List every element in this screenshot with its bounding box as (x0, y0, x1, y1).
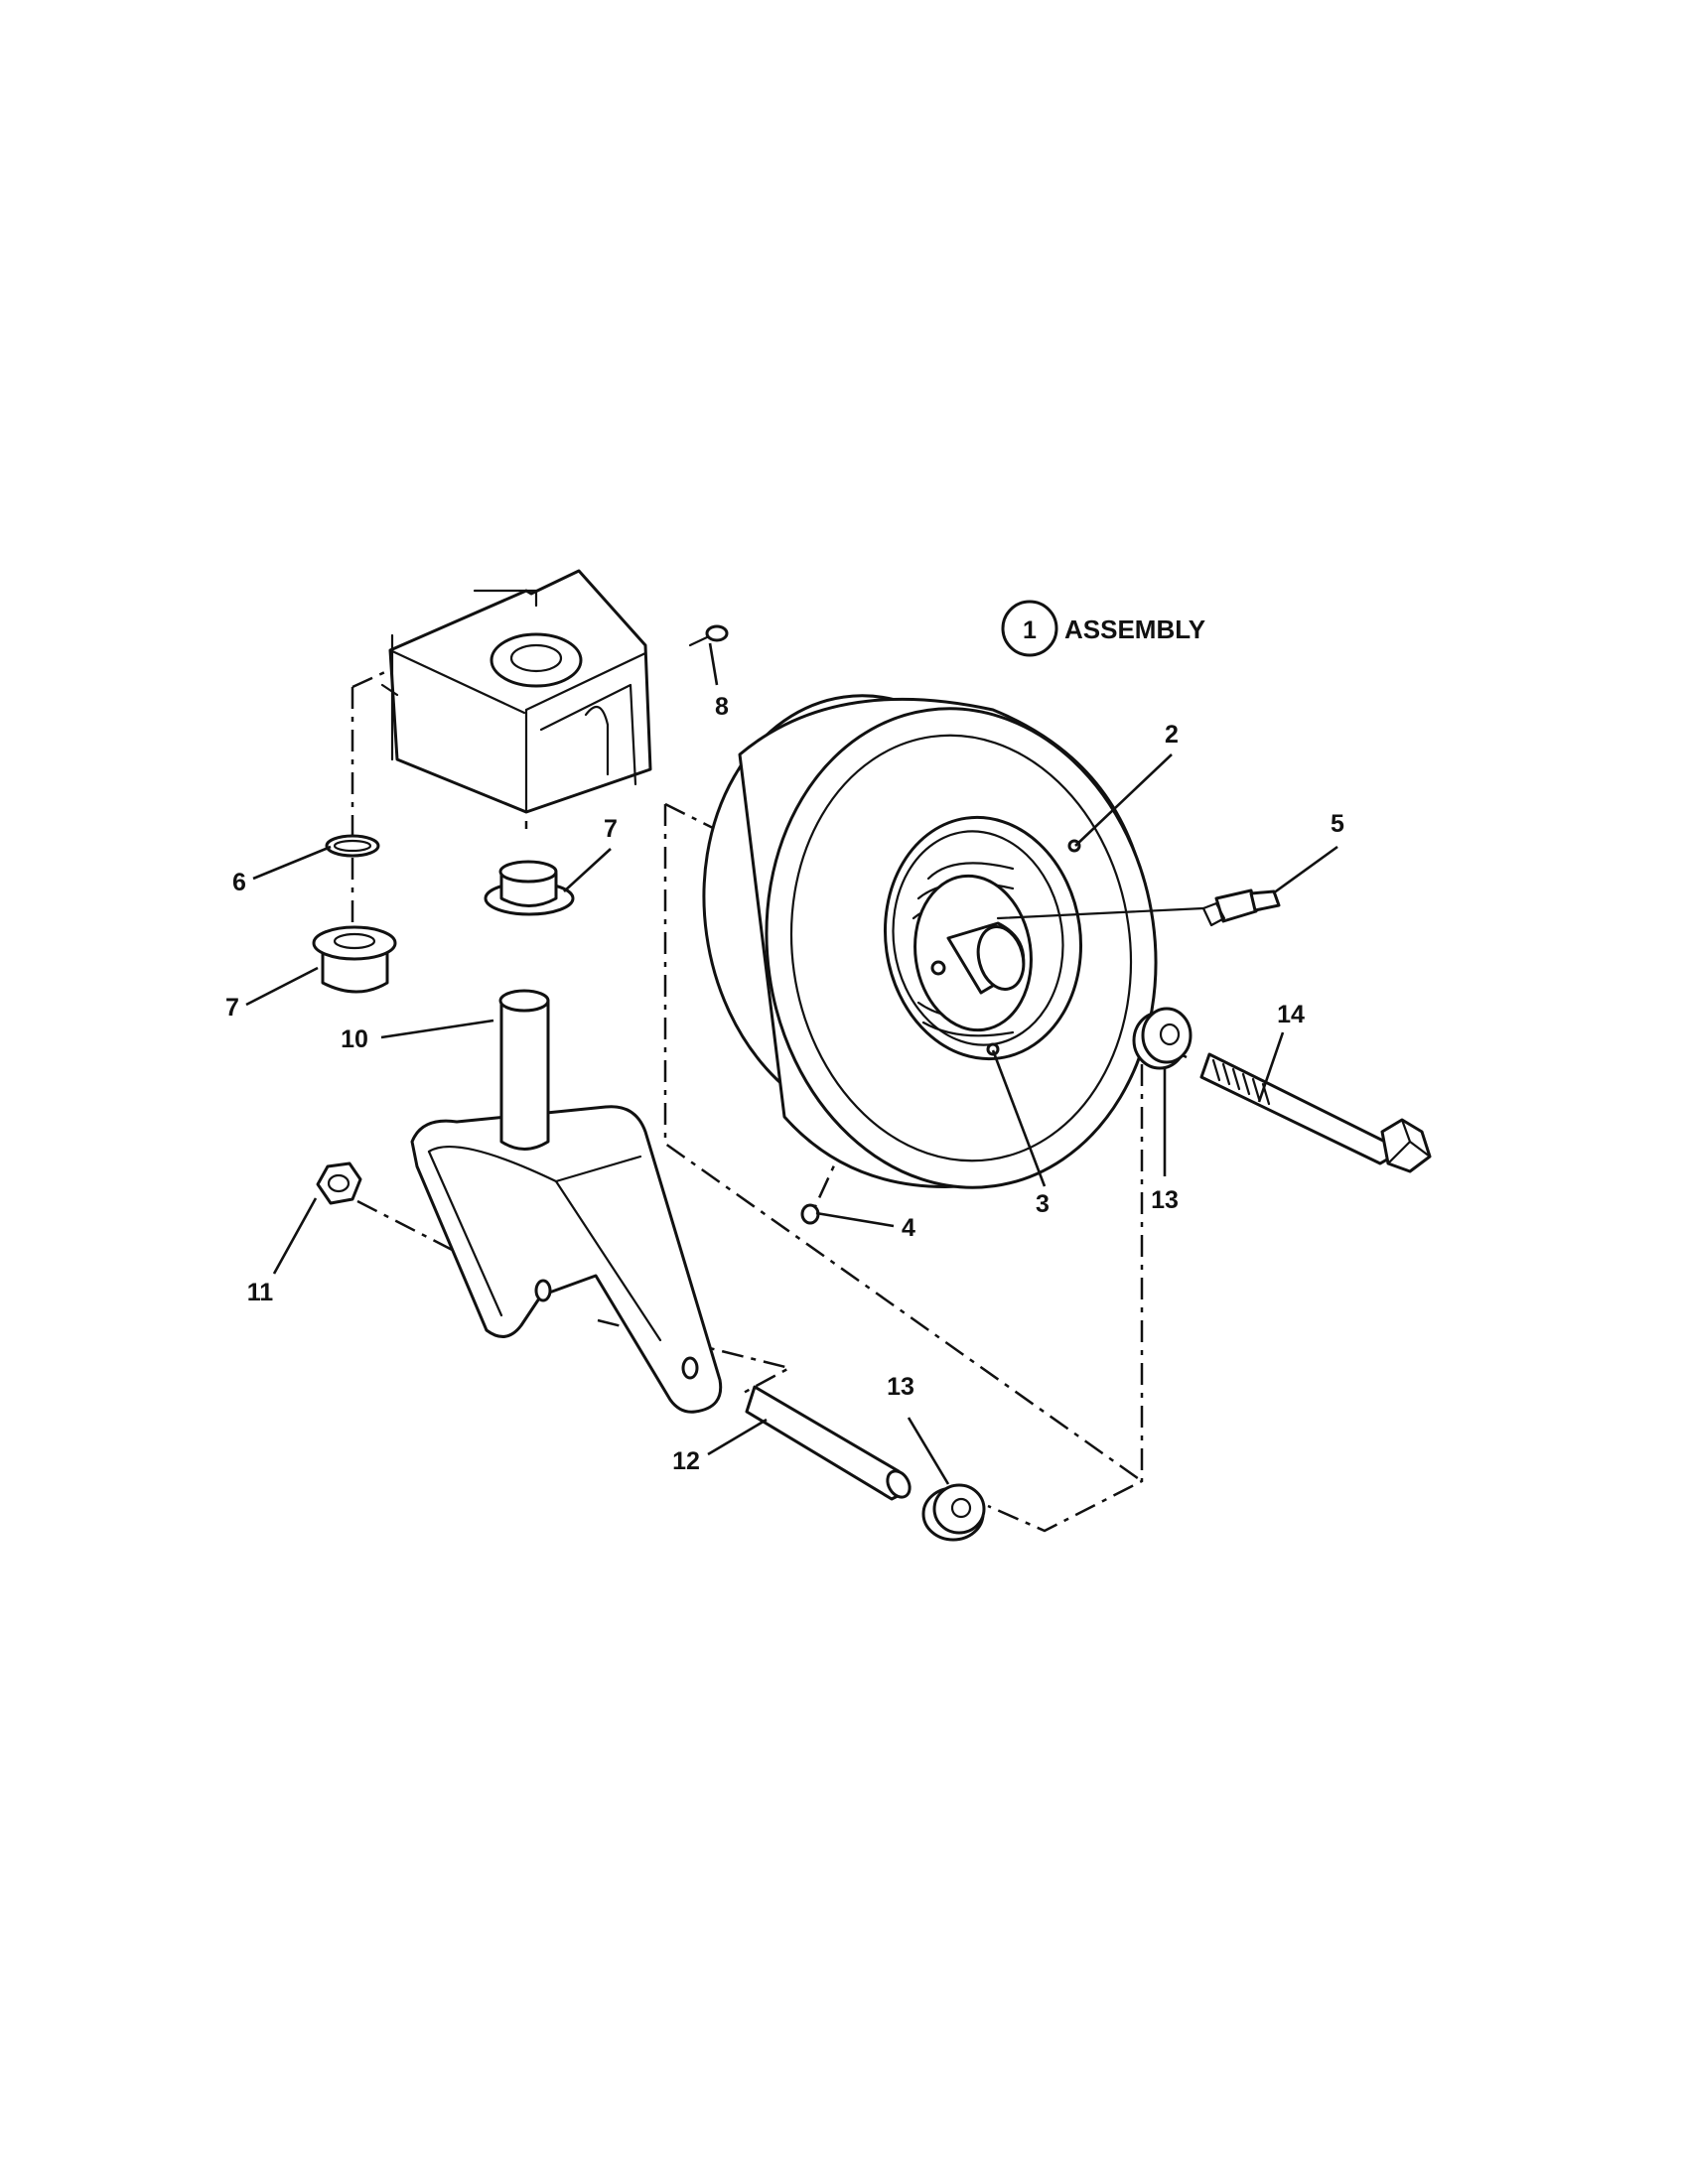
callout-5: 5 (1331, 810, 1344, 838)
tire-and-wheel-assembly (702, 694, 1158, 1189)
assembly-marker: 1 ASSEMBLY (1001, 600, 1205, 657)
bearing-part-13-bottom (921, 1483, 986, 1542)
flanged-bushing-part-7-right (484, 860, 575, 916)
callout-7-left: 7 (225, 994, 239, 1022)
callout-14: 14 (1277, 1001, 1305, 1028)
grease-fitting-part-5 (996, 888, 1281, 927)
caster-fork-bracket (410, 1105, 723, 1414)
caster-frame-mount (380, 569, 652, 814)
leader-lines (245, 642, 1338, 1485)
callout-6: 6 (232, 869, 246, 896)
snap-ring-part-6 (325, 834, 380, 858)
callout-10: 10 (341, 1025, 368, 1053)
grease-fitting-part-8 (688, 624, 729, 647)
callout-13-bottom: 13 (887, 1373, 914, 1401)
callout-4: 4 (902, 1214, 915, 1242)
callout-numbers: 2 3 4 5 6 7 7 8 10 11 12 13 13 14 (225, 693, 1344, 1475)
hex-nut-part-11 (316, 1161, 362, 1205)
callout-12: 12 (672, 1447, 700, 1475)
assembly-label: ASSEMBLY (1064, 614, 1205, 644)
valve-stem-part-4 (800, 1203, 820, 1225)
spacer-tube-part-12 (745, 1385, 912, 1501)
callout-3: 3 (1036, 1190, 1050, 1218)
callout-13-right: 13 (1151, 1186, 1179, 1214)
assembly-number: 1 (1023, 616, 1037, 644)
callout-8: 8 (715, 693, 729, 721)
callout-2: 2 (1165, 721, 1179, 749)
axle-bolt-part-14 (1199, 1052, 1432, 1173)
callout-7-right: 7 (604, 815, 618, 843)
bearing-part-13-right (1132, 1007, 1193, 1070)
king-pin-part-10 (498, 989, 550, 1151)
flanged-bushing-part-7-left (312, 925, 397, 994)
callout-11: 11 (247, 1279, 274, 1306)
